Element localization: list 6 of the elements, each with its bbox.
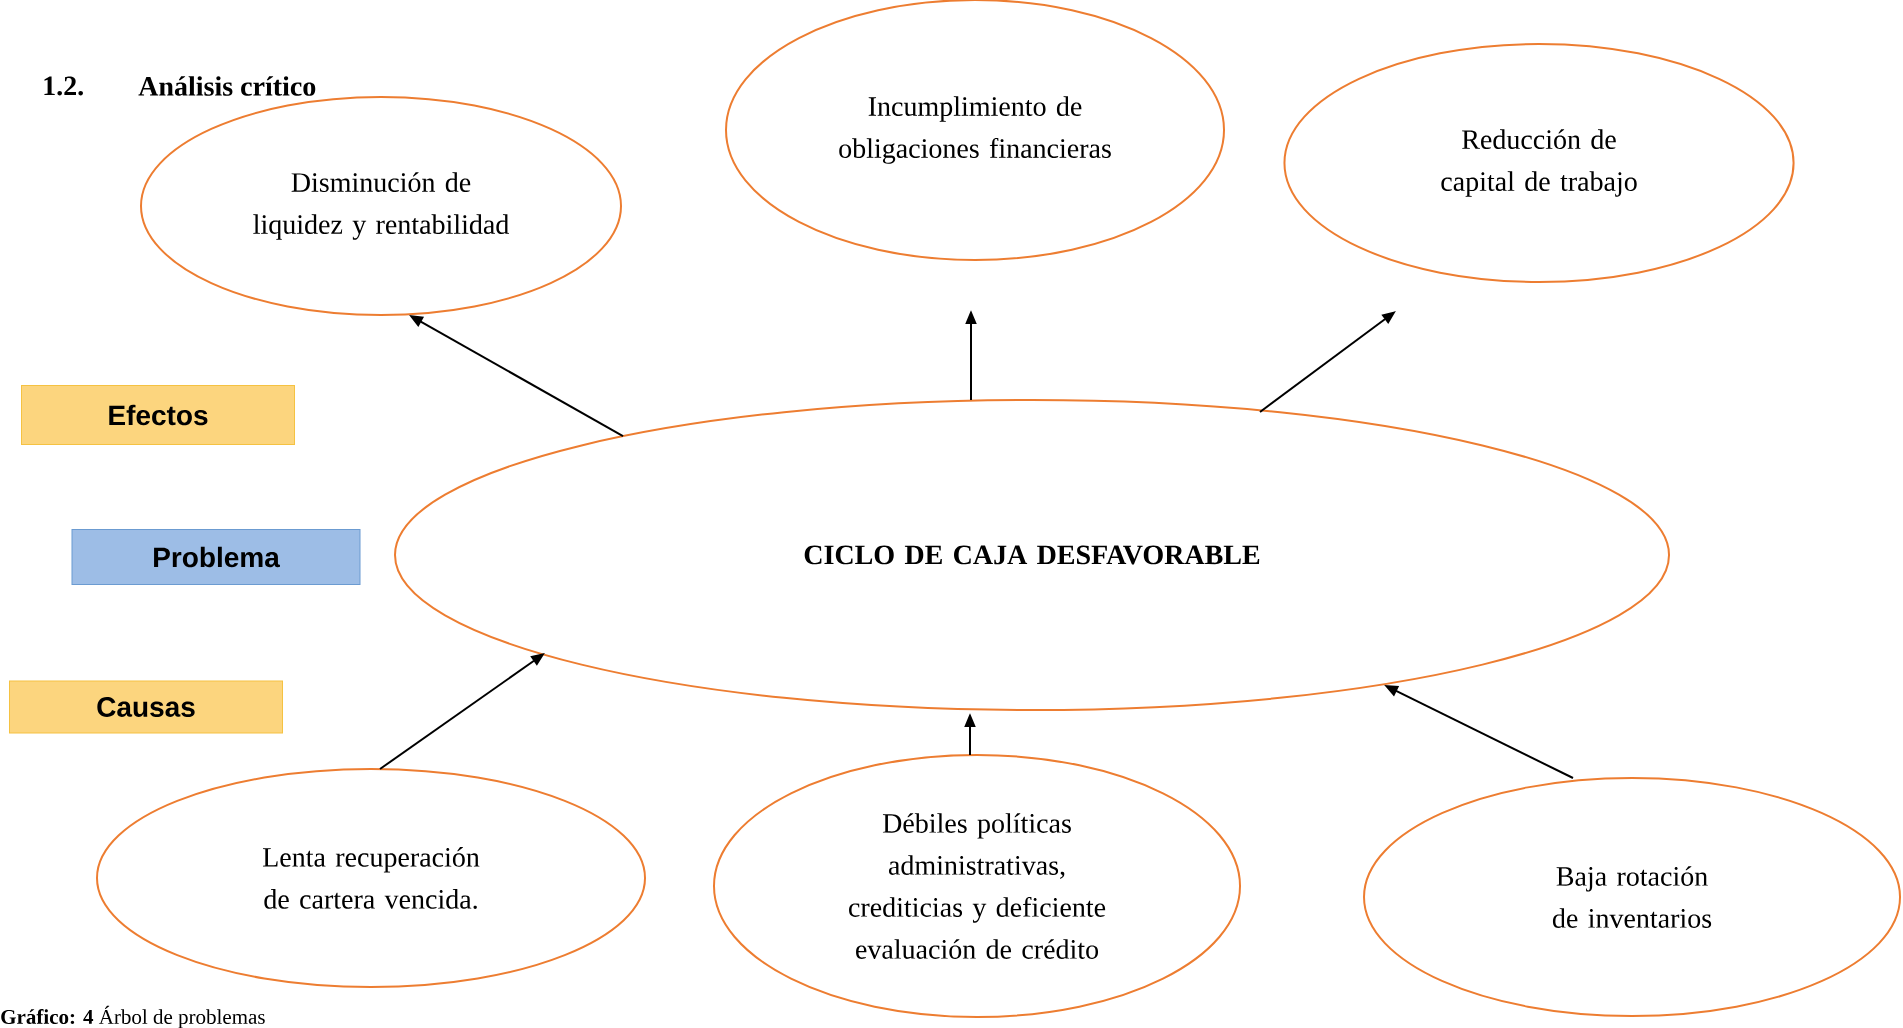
category-label: Efectos — [21, 385, 295, 445]
category-label: Problema — [71, 529, 361, 585]
section-number: 1.2. — [44, 76, 83, 96]
section-heading: Análisis crítico — [138, 76, 316, 96]
category-label: Causas — [9, 680, 283, 734]
figure-caption: Gráfico: 4 Árbol de problemas — [1, 1005, 265, 1028]
